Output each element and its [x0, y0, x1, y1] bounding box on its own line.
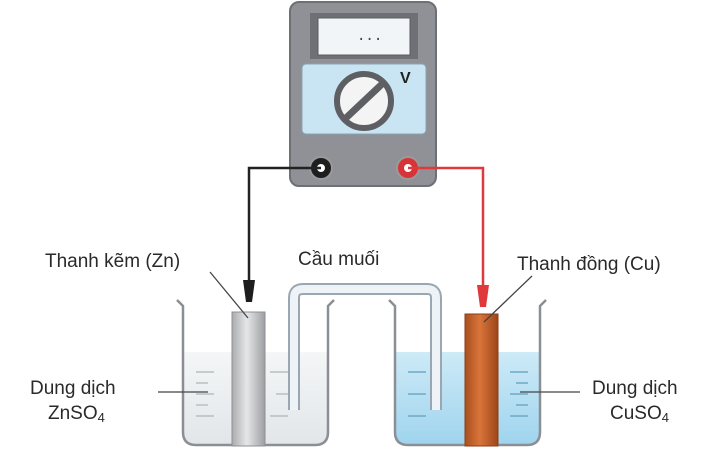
voltmeter-unit: V — [400, 70, 411, 87]
salt-bridge-label: Cầu muối — [298, 249, 380, 270]
right-solution-label-line1: Dung dịch — [592, 378, 678, 399]
right-solution-formula-text: CuSO — [610, 403, 662, 424]
left-solution-formula-text: ZnSO — [48, 403, 98, 424]
zinc-rod — [231, 311, 266, 447]
left-solution-formula: ZnSO4 — [48, 403, 105, 425]
copper-rod-label: Thanh đồng (Cu) — [517, 254, 661, 275]
zinc-rod-pointer — [209, 271, 249, 319]
salt-bridge-inner — [290, 285, 440, 410]
voltmeter — [289, 1, 437, 187]
copper-rod-pointer — [483, 275, 533, 323]
positive-wire — [408, 166, 485, 290]
copper-rod — [464, 313, 499, 447]
negative-wire — [247, 166, 321, 285]
left-graduation-marks — [196, 371, 288, 417]
left-solution-label-line1: Dung dịch — [30, 378, 116, 399]
voltmeter-reading: ... — [357, 28, 383, 44]
dial-pointer — [343, 81, 385, 121]
negative-probe-tip — [243, 280, 255, 302]
positive-probe-tip — [477, 285, 489, 307]
right-graduation-marks — [408, 371, 528, 417]
left-solution-subscript: 4 — [97, 410, 105, 425]
right-solution-subscript: 4 — [661, 410, 669, 425]
zinc-rod-label: Thanh kẽm (Zn) — [45, 251, 181, 272]
right-solution-formula: CuSO4 — [610, 403, 669, 425]
voltmeter-display — [317, 17, 411, 56]
